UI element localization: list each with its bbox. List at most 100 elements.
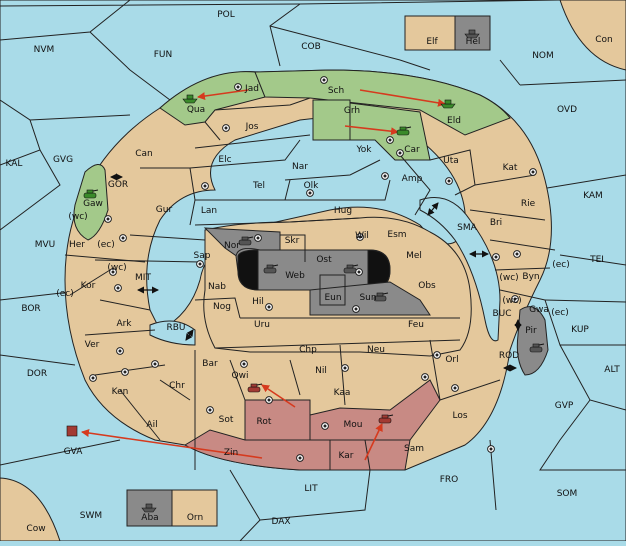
province-label-sot: Sot — [219, 415, 234, 425]
province-label-bar: Bar — [202, 359, 218, 369]
province-label-byn: Byn — [522, 272, 539, 282]
province-label-esm: Esm — [387, 230, 406, 240]
province-label-nab: Nab — [208, 282, 226, 292]
sea-label-gva: GVA — [64, 447, 84, 457]
sea-label-gvp: GVP — [555, 401, 574, 411]
province-label-kaa: Kaa — [334, 388, 351, 398]
province-label-rie: Rie — [521, 199, 536, 209]
tank-icon[interactable] — [373, 292, 389, 302]
sea-label-kup: KUP — [571, 325, 589, 335]
supply-center-dot — [354, 307, 358, 311]
tank-icon[interactable] — [378, 414, 394, 424]
province-zin-kar[interactable] — [184, 429, 411, 471]
sea-label-fro: FRO — [440, 475, 459, 485]
supply-center-dot — [208, 408, 212, 412]
province-label-eun: Eun — [324, 293, 341, 303]
supply-center-dot — [256, 236, 260, 240]
supply-center-dot — [513, 297, 517, 301]
order-jad-qua — [197, 89, 249, 100]
province-label-tel: Tel — [252, 181, 265, 191]
water-label-mit: MIT — [135, 273, 151, 283]
province-label-pir: Pir — [525, 326, 537, 336]
province-label-gur: Gur — [156, 205, 173, 215]
province-label-kat: Kat — [503, 163, 518, 173]
tank-icon[interactable] — [238, 236, 254, 246]
province-label-ver: Ver — [85, 340, 100, 350]
ship-icon[interactable] — [464, 29, 480, 39]
province-label-can: Can — [135, 149, 153, 159]
tank-icon[interactable] — [529, 343, 545, 353]
ship-icon[interactable] — [141, 503, 157, 513]
water-label-buc: BUC — [492, 309, 511, 319]
province-label-elf: Elf — [426, 37, 438, 47]
province-pir[interactable] — [516, 306, 549, 376]
sea-label-gvg: GVG — [53, 155, 73, 165]
province-label-bri: Bri — [490, 218, 502, 228]
supply-center-dot — [322, 78, 326, 82]
province-sun[interactable] — [309, 281, 431, 316]
tank-icon[interactable] — [343, 264, 359, 274]
supply-center-dot — [308, 191, 312, 195]
supply-center-dot — [198, 262, 202, 266]
province-label-hel: Hel — [466, 37, 481, 47]
province-orn[interactable] — [171, 489, 218, 527]
province-label-eld: Eld — [447, 116, 461, 126]
sea-label-som: SOM — [557, 489, 578, 499]
ship-icon[interactable] — [66, 425, 78, 437]
province-label-sun: Sun — [359, 293, 376, 303]
tank-icon[interactable] — [263, 264, 279, 274]
province-label-mel: Mel — [406, 251, 422, 261]
province-label-orn: Orn — [187, 513, 203, 523]
province-label-ken: Ken — [112, 387, 129, 397]
supply-center-dot — [489, 447, 493, 451]
province-label-chp: Chp — [299, 345, 317, 355]
province-label-nil: Nil — [315, 366, 327, 376]
coast-label: (ec) — [551, 308, 569, 318]
sea-label-cow: Cow — [26, 524, 45, 534]
units-layer — [66, 29, 545, 513]
tank-icon[interactable] — [247, 383, 263, 393]
province-label-kar: Kar — [339, 451, 354, 461]
sea-label-fun: FUN — [154, 50, 173, 60]
province-label-gwa: Gwa — [529, 305, 549, 315]
province-rot[interactable] — [244, 399, 311, 441]
tank-icon[interactable] — [83, 189, 99, 199]
province-gaw[interactable] — [73, 164, 109, 241]
province-label-rot: Rot — [257, 417, 272, 427]
sea-label-dor: DOR — [27, 369, 47, 379]
sea-label-bor: BOR — [21, 304, 40, 314]
province-label-sap: Sap — [194, 251, 211, 261]
coast-label: (wc) — [107, 263, 126, 273]
coast-label: (ec) — [97, 240, 115, 250]
province-sch-eld[interactable] — [254, 69, 511, 136]
ship-icon[interactable] — [440, 99, 456, 109]
province-label-skr: Skr — [285, 236, 300, 246]
province-label-uta: Uta — [443, 156, 459, 166]
supply-center-dot — [121, 236, 125, 240]
tank-icon[interactable] — [396, 126, 412, 136]
province-elf[interactable] — [404, 15, 456, 51]
coast-label: (wc) — [68, 212, 87, 222]
coast-label: (wc) — [499, 273, 518, 283]
province-label-los: Los — [452, 411, 467, 421]
supply-center-dot — [323, 424, 327, 428]
supply-center-dot — [298, 456, 302, 460]
province-label-uru: Uru — [254, 320, 270, 330]
province-label-her: Her — [69, 240, 85, 250]
province-label-chr: Chr — [169, 381, 185, 391]
sea-label-ovd: OVD — [557, 105, 577, 115]
supply-center-dot — [118, 349, 122, 353]
supply-center-dot — [153, 362, 157, 366]
province-web[interactable] — [235, 248, 391, 291]
ship-icon[interactable] — [182, 94, 198, 104]
supply-center-dot — [267, 305, 271, 309]
sea-label-swm: SWM — [80, 511, 102, 521]
supply-center-dot — [242, 362, 246, 366]
province-label-ark: Ark — [116, 319, 132, 329]
order-grh-car — [344, 125, 399, 136]
province-label-orl: Orl — [445, 355, 458, 365]
province-label-nor: Nor — [224, 241, 240, 251]
